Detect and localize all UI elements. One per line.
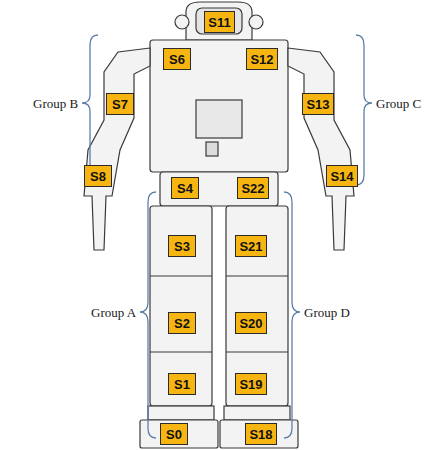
left-foot <box>140 420 218 448</box>
servo-id: S22 <box>241 182 264 195</box>
right-ankle <box>224 406 290 420</box>
robot-torso <box>150 40 288 172</box>
servo-label: S8 <box>84 165 112 187</box>
servo-label: S20 <box>235 312 267 334</box>
servo-id: S0 <box>166 428 182 441</box>
control-board <box>196 100 242 138</box>
servo-label: S22 <box>237 177 269 199</box>
servo-label: S1 <box>168 373 196 395</box>
servo-id: S4 <box>177 182 193 195</box>
head-visor <box>196 8 242 34</box>
group-bracket <box>284 192 300 438</box>
servo-id: S1 <box>174 378 190 391</box>
group-label: Group D <box>304 306 350 319</box>
switch <box>206 142 218 156</box>
right-arm <box>288 48 354 250</box>
group-label: Group C <box>376 97 421 110</box>
servo-label: S7 <box>106 93 134 115</box>
group-label: Group B <box>33 97 78 110</box>
hip-plate <box>160 172 278 206</box>
group-bracket <box>356 35 372 185</box>
right-leg <box>226 206 288 406</box>
servo-label: S4 <box>171 177 199 199</box>
head-ear <box>249 15 263 29</box>
servo-id: S11 <box>208 16 230 29</box>
head-ear <box>175 15 189 29</box>
servo-id: S3 <box>174 240 190 253</box>
servo-label: S12 <box>246 48 278 70</box>
group-label: Group A <box>91 306 136 319</box>
servo-label: S3 <box>168 235 196 257</box>
servo-label: S2 <box>168 312 196 334</box>
servo-id: S8 <box>90 170 106 183</box>
servo-id: S2 <box>174 317 190 330</box>
servo-id: S13 <box>306 98 329 111</box>
servo-id: S14 <box>330 170 353 183</box>
left-arm <box>84 48 150 250</box>
servo-label: S6 <box>163 48 191 70</box>
servo-id: S19 <box>239 378 262 391</box>
servo-label: S18 <box>245 423 277 445</box>
servo-label: S19 <box>235 373 267 395</box>
servo-label: S0 <box>160 423 188 445</box>
servo-id: S7 <box>112 98 128 111</box>
right-foot <box>220 420 298 448</box>
servo-id: S20 <box>239 317 262 330</box>
servo-label: S11 <box>204 11 235 33</box>
left-ankle <box>148 406 214 420</box>
group-bracket <box>140 192 156 438</box>
servo-id: S12 <box>250 53 273 66</box>
robot-head <box>186 2 252 40</box>
servo-label: S21 <box>235 235 267 257</box>
left-leg <box>150 206 212 406</box>
servo-label: S13 <box>302 93 334 115</box>
servo-id: S6 <box>169 53 185 66</box>
servo-id: S21 <box>239 240 262 253</box>
servo-label: S14 <box>326 165 358 187</box>
servo-id: S18 <box>249 428 272 441</box>
group-bracket <box>82 35 98 185</box>
